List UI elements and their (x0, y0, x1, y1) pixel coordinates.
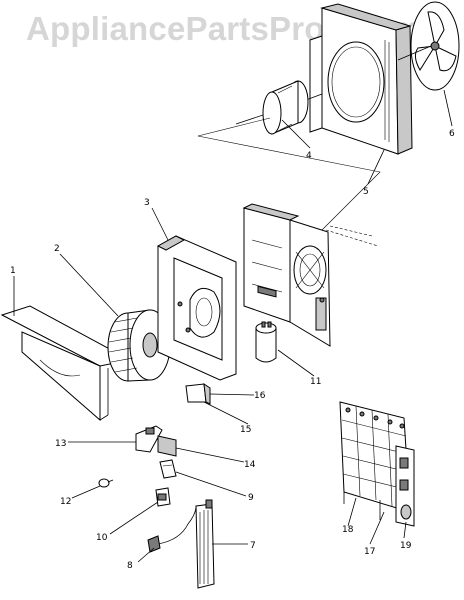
callout-6: 6 (449, 129, 455, 139)
callout-19: 19 (400, 541, 412, 551)
part-11-capacitor (255, 321, 277, 363)
callout-10: 10 (96, 533, 108, 543)
part-10-switch (155, 487, 171, 507)
callout-8: 8 (127, 561, 133, 571)
callout-labels: 1 2 3 4 5 6 7 8 9 10 11 12 13 14 15 16 1… (10, 129, 455, 571)
part-4-motor (235, 80, 323, 135)
part-7-8-heater-assembly (147, 499, 215, 589)
part-17-19-terminal (395, 445, 415, 527)
callout-12: 12 (60, 497, 71, 507)
callout-16: 16 (254, 391, 266, 401)
bulkhead-panel (242, 203, 331, 347)
callout-15: 15 (240, 425, 251, 435)
leader-lines (13, 89, 453, 563)
part-18-coil-assembly (339, 401, 411, 520)
assembly-guide-lines (197, 117, 381, 253)
part-12-plug (98, 478, 114, 488)
callout-18: 18 (342, 525, 354, 535)
callout-11: 11 (310, 377, 321, 387)
part-15-16-bracket (185, 382, 211, 405)
part-9-thermostat (159, 459, 177, 479)
callout-2: 2 (54, 244, 60, 254)
callout-13: 13 (55, 439, 66, 449)
callout-7: 7 (250, 541, 256, 551)
part-13-14-switch (135, 425, 177, 457)
part-6-fan-blade (397, 1, 460, 91)
callout-5: 5 (363, 187, 369, 197)
callout-1: 1 (10, 266, 16, 276)
callout-14: 14 (244, 460, 256, 470)
callout-9: 9 (248, 493, 254, 503)
part-1-base-pan (0, 305, 132, 422)
callout-17: 17 (364, 547, 375, 557)
part-2-blower-wheel (107, 309, 171, 382)
part-3-blower-housing (156, 235, 237, 381)
callout-3: 3 (144, 198, 150, 208)
callout-4: 4 (306, 151, 312, 161)
part-5-shroud (309, 3, 413, 155)
